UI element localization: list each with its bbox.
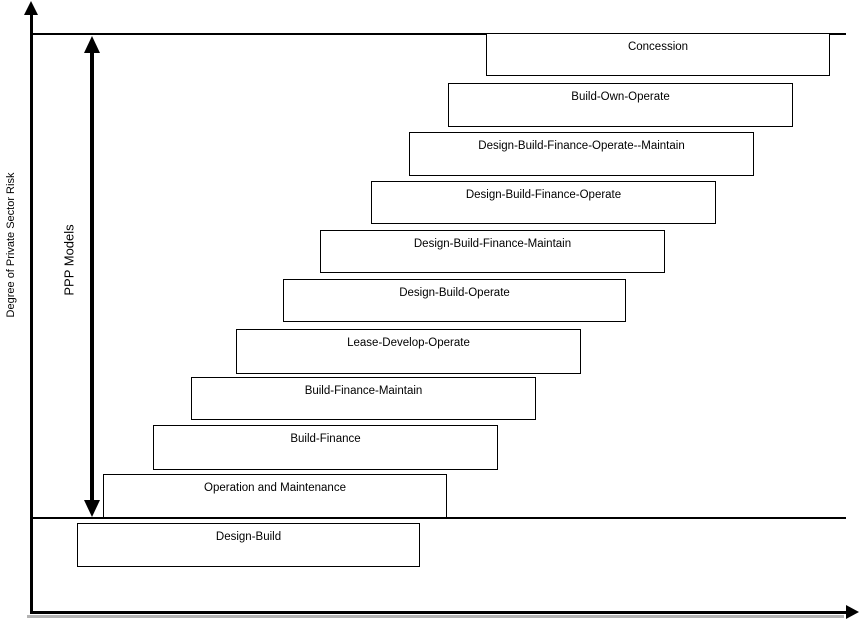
ppp-models-arrow-label: PPP Models: [61, 224, 77, 296]
x-axis-arrowhead-right-icon: [846, 605, 859, 619]
ppp-models-arrowhead-down-icon: [84, 500, 100, 517]
model-box-label: Build-Finance-Maintain: [304, 385, 423, 397]
model-box-design-build-operate: Design-Build-Operate: [283, 279, 626, 322]
model-box-lease-develop-operate: Lease-Develop-Operate: [236, 329, 581, 374]
model-box-build-own-operate: Build-Own-Operate: [448, 83, 793, 127]
model-box-label: Build-Own-Operate: [571, 91, 670, 103]
model-box-design-build-finance-maintain: Design-Build-Finance-Maintain: [320, 230, 665, 273]
lower-boundary-line: [32, 517, 846, 519]
model-box-label: Design-Build-Finance-Operate: [465, 189, 622, 201]
upper-boundary-line: [32, 33, 846, 35]
model-box-label: Design-Build-Finance-Maintain: [413, 238, 572, 250]
model-box-design-build-finance-operate-maintain: Design-Build-Finance-Operate--Maintain: [409, 132, 754, 176]
model-box-design-build: Design-Build: [77, 523, 420, 567]
model-box-label: Operation and Maintenance: [204, 482, 346, 494]
model-box-label: Lease-Develop-Operate: [347, 337, 470, 349]
y-axis-label: Degree of Private Sector Risk: [5, 172, 17, 318]
model-box-operation-and-maintenance: Operation and Maintenance: [103, 474, 447, 518]
model-box-label: Design-Build-Operate: [399, 287, 510, 299]
y-axis-arrowhead-up-icon: [24, 1, 38, 15]
model-box-concession: Concession: [486, 33, 830, 76]
x-axis-line: [30, 611, 847, 614]
ppp-models-arrow-line: [90, 48, 94, 504]
model-box-label: Design-Build: [215, 531, 282, 543]
model-box-build-finance-maintain: Build-Finance-Maintain: [191, 377, 536, 420]
model-box-label: Build-Finance: [290, 433, 361, 445]
model-box-design-build-finance-operate: Design-Build-Finance-Operate: [371, 181, 716, 224]
model-box-label: Concession: [627, 41, 689, 53]
model-box-build-finance: Build-Finance: [153, 425, 498, 470]
ppp-models-arrowhead-up-icon: [84, 36, 100, 53]
y-axis-line: [30, 13, 33, 613]
model-box-label: Design-Build-Finance-Operate--Maintain: [478, 140, 685, 152]
